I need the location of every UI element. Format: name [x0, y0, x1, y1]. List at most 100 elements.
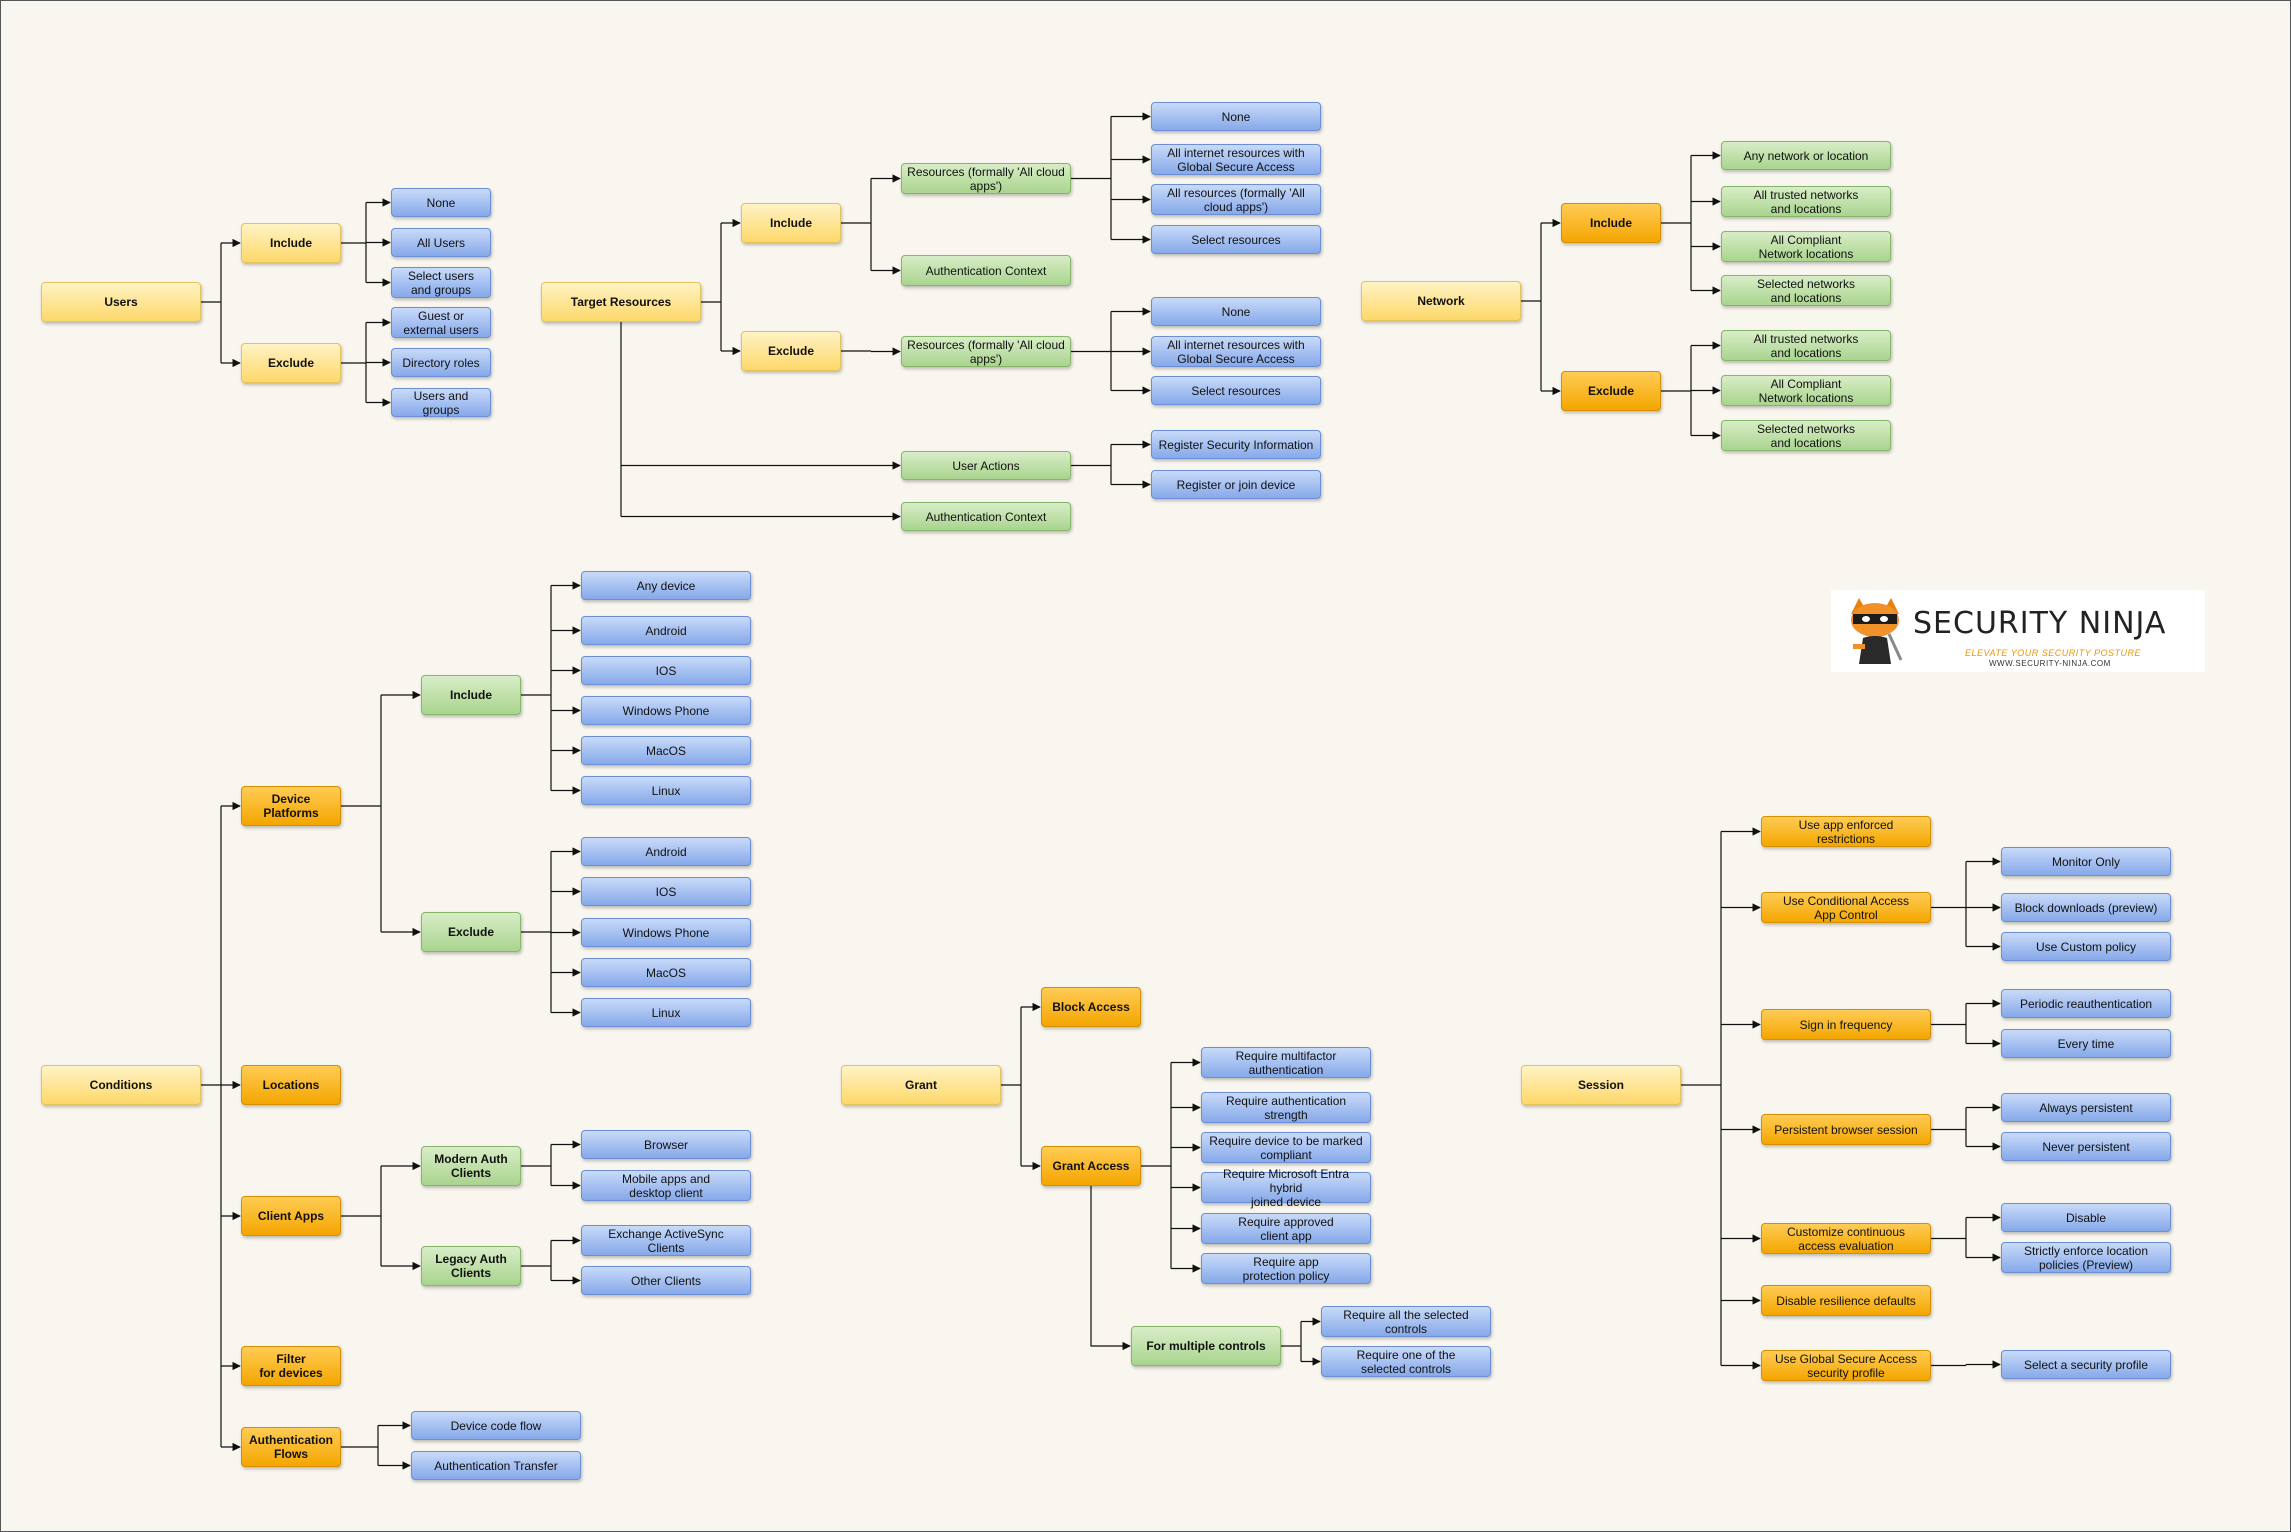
session-block-downloads[interactable]: Block downloads (preview): [2001, 893, 2171, 922]
locations[interactable]: Locations: [241, 1065, 341, 1105]
grant-root[interactable]: Grant: [841, 1065, 1001, 1105]
session-gsa-profile[interactable]: Use Global Secure Access security profil…: [1761, 1350, 1931, 1381]
network-include[interactable]: Include: [1561, 203, 1661, 243]
modern-auth-clients[interactable]: Modern Auth Clients: [421, 1146, 521, 1186]
grant-require-one[interactable]: Require one of the selected controls: [1321, 1346, 1491, 1377]
session-root[interactable]: Session: [1521, 1065, 1681, 1105]
legacy-activesync[interactable]: Exchange ActiveSync Clients: [581, 1225, 751, 1256]
session-ca-app-control[interactable]: Use Conditional Access App Control: [1761, 892, 1931, 923]
users-exclude-groups[interactable]: Users and groups: [391, 388, 491, 417]
target-include-auth-context[interactable]: Authentication Context: [901, 255, 1071, 286]
authentication-flows[interactable]: Authentication Flows: [241, 1427, 341, 1467]
network-exclude[interactable]: Exclude: [1561, 371, 1661, 411]
target-exclude-resources[interactable]: Resources (formally 'All cloud apps'): [901, 336, 1071, 367]
target-exclude-internet-gsa[interactable]: All internet resources with Global Secur…: [1151, 336, 1321, 367]
users-include-all-users[interactable]: All Users: [391, 228, 491, 257]
grant-auth-strength[interactable]: Require authentication strength: [1201, 1092, 1371, 1123]
logo-tagline: ELEVATE YOUR SECURITY POSTURE: [1965, 648, 2142, 658]
auth-flow-transfer[interactable]: Authentication Transfer: [411, 1451, 581, 1480]
dp-exclude-windows-phone[interactable]: Windows Phone: [581, 918, 751, 947]
dp-exclude-macos[interactable]: MacOS: [581, 958, 751, 987]
grant-hybrid-joined[interactable]: Require Microsoft Entra hybrid joined de…: [1201, 1167, 1371, 1209]
legacy-other-clients[interactable]: Other Clients: [581, 1266, 751, 1295]
modern-browser[interactable]: Browser: [581, 1130, 751, 1159]
auth-flow-device-code[interactable]: Device code flow: [411, 1411, 581, 1440]
target-include-resources[interactable]: Resources (formally 'All cloud apps'): [901, 163, 1071, 194]
network-include-selected[interactable]: Selected networks and locations: [1721, 275, 1891, 306]
modern-mobile-desktop[interactable]: Mobile apps and desktop client: [581, 1170, 751, 1201]
legacy-auth-clients[interactable]: Legacy Auth Clients: [421, 1246, 521, 1286]
dp-exclude-ios[interactable]: IOS: [581, 877, 751, 906]
target-register-join-device[interactable]: Register or join device: [1151, 470, 1321, 499]
target-include-internet-gsa[interactable]: All internet resources with Global Secur…: [1151, 144, 1321, 175]
session-app-enforced[interactable]: Use app enforced restrictions: [1761, 816, 1931, 847]
network-exclude-trusted[interactable]: All trusted networks and locations: [1721, 330, 1891, 361]
dp-include[interactable]: Include: [421, 675, 521, 715]
grant-multiple-controls[interactable]: For multiple controls: [1131, 1326, 1281, 1366]
logo-brand: SECURITY NINJA: [1913, 606, 2167, 641]
target-exclude-select[interactable]: Select resources: [1151, 376, 1321, 405]
target-include-all-resources[interactable]: All resources (formally 'All cloud apps'…: [1151, 184, 1321, 215]
target-resources-root[interactable]: Target Resources: [541, 282, 701, 322]
network-exclude-compliant[interactable]: All Compliant Network locations: [1721, 375, 1891, 406]
session-cae[interactable]: Customize continuous access evaluation: [1761, 1223, 1931, 1254]
target-include[interactable]: Include: [741, 203, 841, 243]
session-disable-resilience[interactable]: Disable resilience defaults: [1761, 1285, 1931, 1316]
session-custom-policy[interactable]: Use Custom policy: [2001, 932, 2171, 961]
session-cae-disable[interactable]: Disable: [2001, 1203, 2171, 1232]
session-select-security-profile[interactable]: Select a security profile: [2001, 1350, 2171, 1379]
session-periodic-reauth[interactable]: Periodic reauthentication: [2001, 989, 2171, 1018]
users-exclude[interactable]: Exclude: [241, 343, 341, 383]
filter-for-devices[interactable]: Filter for devices: [241, 1346, 341, 1386]
grant-mfa[interactable]: Require multifactor authentication: [1201, 1047, 1371, 1078]
users-exclude-roles[interactable]: Directory roles: [391, 348, 491, 377]
session-cae-strict-location[interactable]: Strictly enforce location policies (Prev…: [2001, 1242, 2171, 1273]
users-root[interactable]: Users: [41, 282, 201, 322]
network-include-compliant[interactable]: All Compliant Network locations: [1721, 231, 1891, 262]
dp-include-windows-phone[interactable]: Windows Phone: [581, 696, 751, 725]
grant-approved-client-app[interactable]: Require approved client app: [1201, 1213, 1371, 1244]
dp-exclude-linux[interactable]: Linux: [581, 998, 751, 1027]
dp-include-any-device[interactable]: Any device: [581, 571, 751, 600]
target-user-actions[interactable]: User Actions: [901, 451, 1071, 480]
security-ninja-logo: SECURITY NINJA ELEVATE YOUR SECURITY POS…: [1831, 590, 2205, 672]
logo-url: WWW.SECURITY-NINJA.COM: [1989, 659, 2111, 668]
session-persistent-browser[interactable]: Persistent browser session: [1761, 1114, 1931, 1145]
network-include-any[interactable]: Any network or location: [1721, 141, 1891, 170]
dp-include-linux[interactable]: Linux: [581, 776, 751, 805]
users-include[interactable]: Include: [241, 223, 341, 263]
users-include-select[interactable]: Select users and groups: [391, 267, 491, 298]
session-never-persistent[interactable]: Never persistent: [2001, 1132, 2171, 1161]
conditions-root[interactable]: Conditions: [41, 1065, 201, 1105]
target-exclude-none[interactable]: None: [1151, 297, 1321, 326]
target-include-none[interactable]: None: [1151, 102, 1321, 131]
block-access[interactable]: Block Access: [1041, 987, 1141, 1027]
network-root[interactable]: Network: [1361, 281, 1521, 321]
dp-include-ios[interactable]: IOS: [581, 656, 751, 685]
target-exclude[interactable]: Exclude: [741, 331, 841, 371]
grant-app-protection[interactable]: Require app protection policy: [1201, 1253, 1371, 1284]
target-include-select[interactable]: Select resources: [1151, 225, 1321, 254]
users-include-none[interactable]: None: [391, 188, 491, 217]
device-platforms[interactable]: Device Platforms: [241, 786, 341, 826]
target-auth-context[interactable]: Authentication Context: [901, 502, 1071, 531]
session-every-time[interactable]: Every time: [2001, 1029, 2171, 1058]
dp-exclude[interactable]: Exclude: [421, 912, 521, 952]
network-exclude-selected[interactable]: Selected networks and locations: [1721, 420, 1891, 451]
dp-include-macos[interactable]: MacOS: [581, 736, 751, 765]
grant-device-compliant[interactable]: Require device to be marked compliant: [1201, 1132, 1371, 1163]
network-include-trusted[interactable]: All trusted networks and locations: [1721, 186, 1891, 217]
session-always-persistent[interactable]: Always persistent: [2001, 1093, 2171, 1122]
session-monitor-only[interactable]: Monitor Only: [2001, 847, 2171, 876]
users-exclude-guest[interactable]: Guest or external users: [391, 307, 491, 338]
grant-access[interactable]: Grant Access: [1041, 1146, 1141, 1186]
target-register-security-info[interactable]: Register Security Information: [1151, 430, 1321, 459]
dp-exclude-android[interactable]: Android: [581, 837, 751, 866]
client-apps[interactable]: Client Apps: [241, 1196, 341, 1236]
ninja-cat-icon: [1851, 598, 1903, 664]
session-sign-in-frequency[interactable]: Sign in frequency: [1761, 1009, 1931, 1040]
grant-require-all[interactable]: Require all the selected controls: [1321, 1306, 1491, 1337]
dp-include-android[interactable]: Android: [581, 616, 751, 645]
